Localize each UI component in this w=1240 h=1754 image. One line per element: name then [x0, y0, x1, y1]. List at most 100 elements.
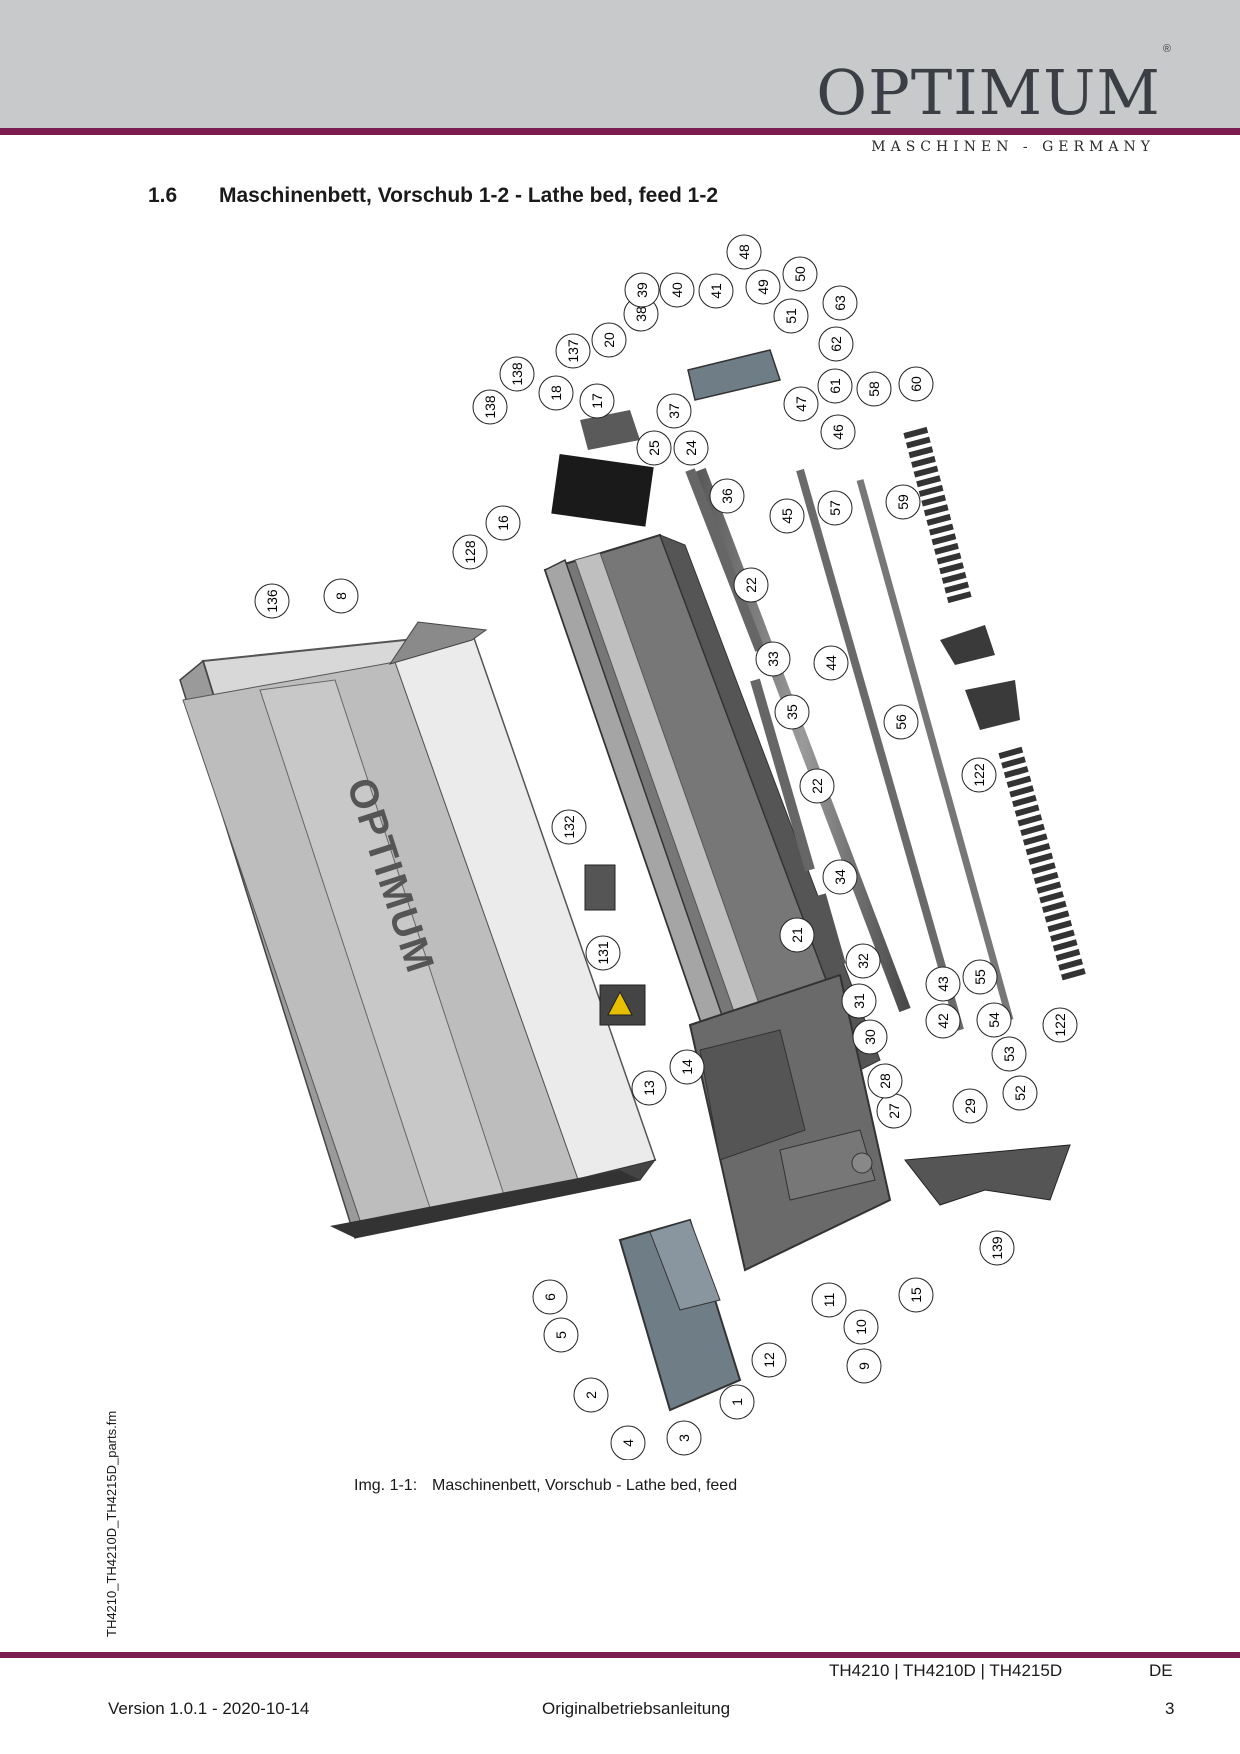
- svg-text:41: 41: [708, 283, 724, 299]
- callout: 13: [631, 1070, 667, 1106]
- callout: 53: [991, 1036, 1027, 1072]
- svg-text:27: 27: [886, 1103, 902, 1119]
- svg-text:50: 50: [792, 266, 808, 282]
- callout: 18: [538, 375, 574, 411]
- svg-text:29: 29: [962, 1098, 978, 1114]
- callout: 35: [774, 694, 810, 730]
- callout: 34: [822, 859, 858, 895]
- svg-text:48: 48: [736, 244, 752, 260]
- callout: 136: [254, 583, 290, 619]
- svg-text:13: 13: [641, 1080, 657, 1096]
- svg-text:38: 38: [633, 306, 649, 322]
- callout: 52: [1002, 1075, 1038, 1111]
- callout: 2: [573, 1377, 609, 1413]
- lathe-foot-right: [618, 1218, 742, 1412]
- svg-text:54: 54: [986, 1012, 1002, 1028]
- brand-tagline: MASCHINEN - GERMANY: [871, 139, 1155, 155]
- parts-drawing: OPTIMUM: [179, 234, 1087, 1461]
- callout: 41: [698, 273, 734, 309]
- callout: 40: [659, 272, 695, 308]
- svg-text:18: 18: [548, 385, 564, 401]
- svg-text:49: 49: [755, 279, 771, 295]
- section-number: 1.6: [148, 184, 178, 207]
- callout: 16: [485, 505, 521, 541]
- svg-text:36: 36: [719, 488, 735, 504]
- svg-text:59: 59: [895, 494, 911, 510]
- page-number: 3: [1165, 1699, 1175, 1718]
- section-title: Maschinenbett, Vorschub 1-2 - Lathe bed,…: [219, 184, 719, 207]
- svg-text:137: 137: [565, 339, 581, 363]
- callout: 10: [843, 1309, 879, 1345]
- callout: 138: [499, 356, 535, 392]
- svg-text:17: 17: [589, 393, 605, 409]
- svg-text:51: 51: [783, 308, 799, 324]
- callout: 54: [976, 1002, 1012, 1038]
- lead-screw-and-rods: [685, 467, 1014, 1032]
- callout: 51: [773, 298, 809, 334]
- svg-text:61: 61: [827, 378, 843, 394]
- svg-text:42: 42: [935, 1013, 951, 1029]
- svg-text:57: 57: [827, 500, 843, 516]
- callout: 20: [591, 322, 627, 358]
- callout: 30: [852, 1019, 888, 1055]
- svg-text:33: 33: [765, 651, 781, 667]
- part-callouts: 1 2 3 4 5 6 8 9 10 11 12 13 14 15 16 17 …: [254, 234, 1078, 1461]
- callout: 59: [885, 484, 921, 520]
- caption-text: Maschinenbett, Vorschub - Lathe bed, fee…: [432, 1477, 738, 1494]
- callout: 55: [962, 959, 998, 995]
- callout: 62: [818, 326, 854, 362]
- callout: 3: [666, 1420, 702, 1456]
- callout: 36: [709, 478, 745, 514]
- svg-text:2: 2: [583, 1391, 599, 1399]
- svg-text:138: 138: [482, 395, 498, 419]
- svg-text:139: 139: [989, 1236, 1005, 1260]
- callout: 15: [898, 1277, 934, 1313]
- header-rule: [0, 128, 1240, 135]
- svg-text:11: 11: [821, 1293, 837, 1308]
- svg-text:58: 58: [866, 381, 882, 397]
- svg-text:14: 14: [679, 1059, 695, 1075]
- callout: 22: [733, 567, 769, 603]
- document-title: Originalbetriebsanleitung: [542, 1699, 731, 1718]
- svg-text:9: 9: [856, 1362, 872, 1370]
- callout: 50: [782, 256, 818, 292]
- svg-text:47: 47: [793, 396, 809, 412]
- svg-text:24: 24: [683, 440, 699, 456]
- svg-text:22: 22: [743, 577, 759, 593]
- source-filename: TH4210_TH4210D_TH4215D_parts.fm: [104, 1410, 119, 1637]
- svg-text:4: 4: [620, 1439, 636, 1447]
- callout: 22: [799, 768, 835, 804]
- svg-text:132: 132: [561, 815, 577, 839]
- callout: 28: [867, 1063, 903, 1099]
- svg-text:39: 39: [634, 282, 650, 298]
- svg-text:22: 22: [809, 778, 825, 794]
- caption-label: Img. 1-1:: [354, 1477, 418, 1494]
- callout: 43: [925, 966, 961, 1002]
- callout: 132: [551, 809, 587, 845]
- svg-text:55: 55: [972, 969, 988, 985]
- svg-text:34: 34: [832, 869, 848, 885]
- svg-text:35: 35: [784, 704, 800, 720]
- svg-text:62: 62: [828, 336, 844, 352]
- svg-text:60: 60: [908, 376, 924, 392]
- svg-text:28: 28: [877, 1073, 893, 1089]
- svg-text:122: 122: [1052, 1013, 1068, 1037]
- callout: 14: [669, 1049, 705, 1085]
- feed-gearbox-block: [551, 349, 781, 527]
- lathe-bed: [543, 533, 892, 1272]
- electrical-parts: [584, 864, 1071, 1206]
- callout: 27: [876, 1093, 912, 1129]
- callout: 49: [745, 269, 781, 305]
- svg-text:53: 53: [1001, 1046, 1017, 1062]
- svg-text:128: 128: [462, 540, 478, 564]
- svg-text:43: 43: [935, 976, 951, 992]
- callout: 21: [779, 917, 815, 953]
- callout: 128: [452, 534, 488, 570]
- callout: 58: [856, 371, 892, 407]
- svg-text:52: 52: [1012, 1085, 1028, 1101]
- svg-text:1: 1: [729, 1398, 745, 1406]
- svg-text:25: 25: [646, 440, 662, 456]
- svg-text:10: 10: [853, 1319, 869, 1335]
- callout: 60: [898, 366, 934, 402]
- callout: 29: [952, 1088, 988, 1124]
